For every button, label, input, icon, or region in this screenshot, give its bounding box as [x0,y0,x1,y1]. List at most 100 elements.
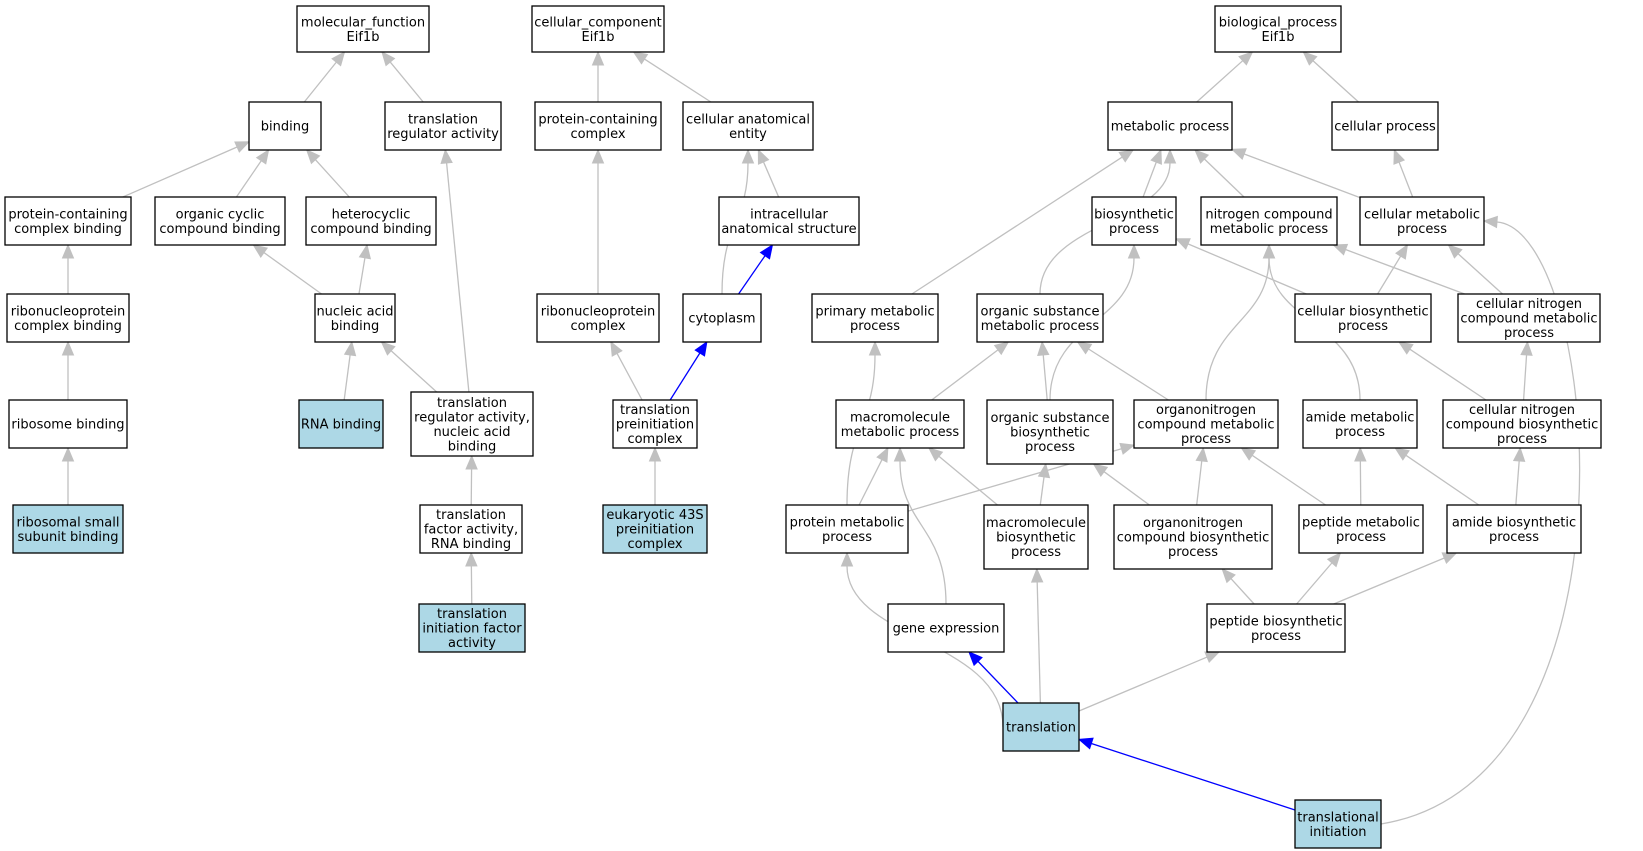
node-box [811,293,939,343]
arrowhead-tpc-to-rnp_cplx [610,340,623,357]
node-label-line: peptide biosynthetic [1209,614,1342,629]
edge-mbp-to-osbp [1039,476,1045,506]
node-cytoplasm[interactable]: cytoplasm [682,293,762,343]
node-cellproc[interactable]: cellular process [1331,101,1439,151]
edge-cellproc-to-bp_root [1312,60,1359,103]
node-label-line: entity [729,127,767,142]
node-binding[interactable]: binding [248,101,322,151]
arrowhead-na_bind-to-hetero [358,243,372,260]
edge-pbp-to-pepmp [1296,562,1333,605]
edge-ocmp-to-ncm [1205,257,1270,401]
node-gexp[interactable]: gene expression [887,603,1005,653]
arrowhead-tpc-to-cytoplasm [694,340,708,357]
node-rna_bind[interactable]: RNA binding [298,399,384,449]
node-box [418,603,526,653]
node-label-line: biosynthetic [1010,426,1090,441]
node-box [154,196,286,246]
arrowhead-rnp_cplx-to-prot_cplx [591,148,605,164]
node-label-line: metabolic process [1111,120,1230,135]
node-label-line: compound binding [310,222,431,237]
edge-tpc-to-cytoplasm [669,352,701,401]
arrowhead-cellproc-to-bp_root [1302,51,1318,66]
arrowhead-mmp-to-osmp [993,341,1010,356]
arrowhead-na_bind-to-org_cyc [252,244,269,258]
node-label-line: translation [1006,721,1076,736]
edge-protmp-to-mmp [858,459,883,506]
node-label-line: cellular process [1334,120,1436,135]
arrowhead-binding-to-mf_root [331,50,346,67]
node-box [1002,702,1080,752]
arrowhead-trans_reg-to-mf_root [381,51,396,67]
arrowhead-rss_bind-to-ribo_bind [61,446,75,462]
arrowhead-ribo_bind-to-rnp_bind [61,340,75,356]
arrowhead-mbp-to-mmp [927,447,944,462]
node-label-line: intracellular [750,207,828,222]
node-box [682,293,762,343]
node-box [536,293,660,343]
edge-pepmp-to-ocmp [1251,454,1326,506]
node-label-line: primary metabolic [815,304,934,319]
node-translation[interactable]: translation [1002,702,1080,752]
node-label-line: metabolic process [841,425,960,440]
arrowhead-translation-to-mbp [1030,567,1044,583]
edge-translation-to-mbp [1036,581,1042,704]
node-label-line: amide biosynthetic [1452,515,1576,530]
edge-cbp-to-biosyn [1187,243,1307,295]
arrowhead-ncm-to-metab [1194,149,1210,164]
node-box [983,504,1089,570]
node-label-line: compound binding [159,222,280,237]
node-metab[interactable]: metabolic process [1107,101,1233,151]
node-label-line: amide metabolic [1306,410,1415,425]
edge-cncmp-to-cmp [1457,253,1503,295]
node-label-line: biosynthetic [1094,207,1174,222]
node-label-line: molecular_function [301,15,425,30]
node-ribo_bind[interactable]: ribosome binding [8,399,128,449]
node-box [887,603,1005,653]
arrowhead-metab-to-bp_root [1238,51,1254,66]
node-box [976,293,1104,343]
arrowhead-cncbp-to-cbp [1397,341,1414,355]
node-label-line: compound biosynthetic [1446,418,1599,433]
arrowhead-osmp-to-metab [1163,148,1177,164]
node-box [785,504,909,554]
edge-cytoplasm-to-intracell [738,255,766,295]
